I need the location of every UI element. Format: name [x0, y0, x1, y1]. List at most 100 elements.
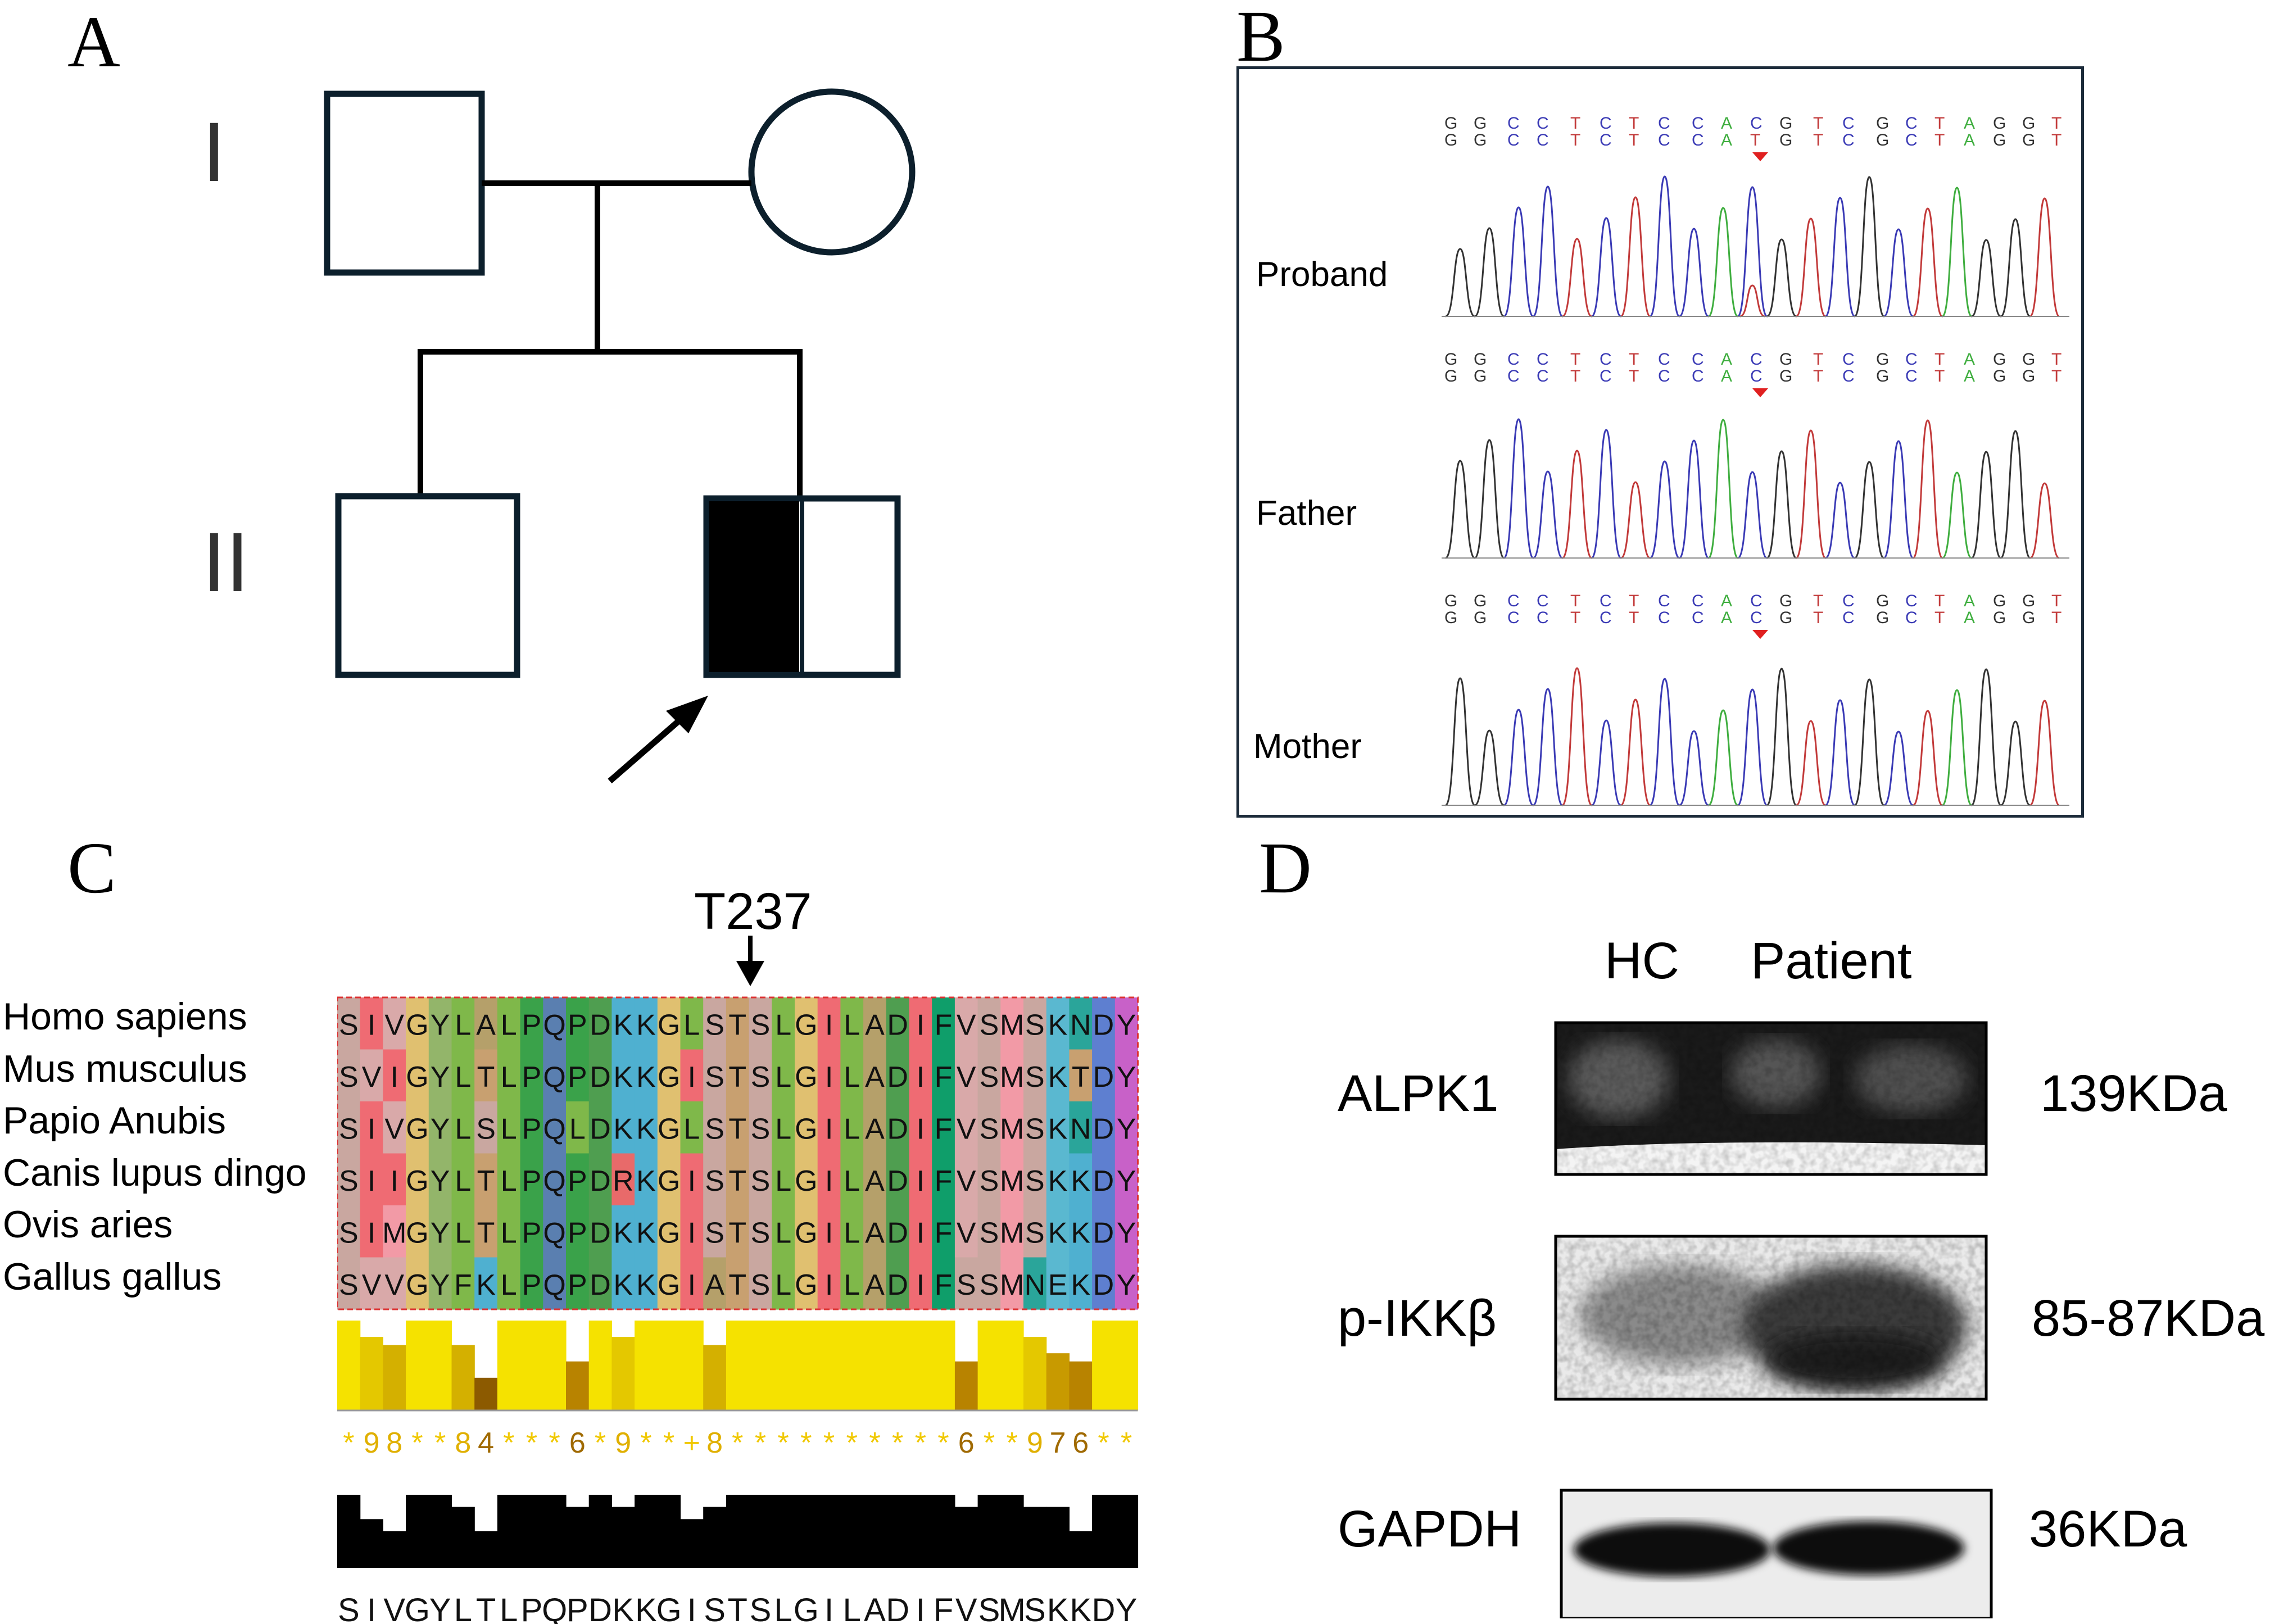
trace-label-father: Father — [1256, 494, 1357, 533]
residue-cell — [977, 1205, 1001, 1258]
residue-cell — [657, 1205, 681, 1258]
residue-letter: L — [844, 1269, 860, 1301]
residue-cell — [886, 1205, 910, 1258]
residue-cell — [497, 997, 521, 1050]
residue-cell — [772, 1205, 795, 1258]
residue-letter: L — [501, 1061, 517, 1094]
trace-peak — [1474, 227, 1505, 317]
residue-letter: K — [1048, 1217, 1068, 1250]
residue-cell — [954, 1257, 978, 1310]
residue-cell — [726, 997, 750, 1050]
residue-cell — [360, 1257, 383, 1310]
base-call: G — [1779, 367, 1792, 385]
residue-cell — [406, 1049, 429, 1102]
residue-cell — [383, 997, 406, 1050]
consensus-bar — [474, 1531, 498, 1568]
residue-cell — [497, 1257, 521, 1310]
trace-peak — [1533, 470, 1563, 559]
residue-letter: A — [476, 1009, 496, 1042]
conservation-score: * — [434, 1427, 446, 1459]
base-call: G — [1993, 131, 2006, 149]
residue-letter: F — [454, 1269, 472, 1301]
residue-letter: K — [613, 1009, 633, 1042]
residue-letter: D — [887, 1269, 908, 1301]
residue-letter: D — [590, 1269, 611, 1301]
base-call: C — [1658, 592, 1670, 610]
base-call: C — [1842, 131, 1855, 149]
base-call: C — [1658, 114, 1670, 133]
base-call: A — [1721, 609, 1732, 627]
trace-peak — [1883, 731, 1914, 806]
trace-peak — [1854, 461, 1884, 559]
residue-cell — [863, 1153, 887, 1206]
conservation-bar — [977, 1321, 1001, 1410]
base-call: C — [1658, 350, 1670, 369]
base-call: C — [1692, 131, 1704, 149]
residue-letter: T — [1072, 1061, 1090, 1094]
base-call: G — [1474, 131, 1487, 149]
consensus-bar — [1114, 1495, 1139, 1568]
residue-letter: T — [728, 1269, 746, 1301]
consensus-bar — [1000, 1495, 1024, 1568]
residue-cell — [360, 997, 383, 1050]
residue-letter: K — [476, 1269, 496, 1301]
trace-peak — [1591, 719, 1621, 806]
base-call: C — [1692, 609, 1704, 627]
trace-peak — [1737, 471, 1768, 559]
trace-peak — [1445, 460, 1475, 559]
residue-cell — [909, 1049, 932, 1102]
residue-cell — [1023, 1257, 1047, 1310]
residue-letter: Y — [431, 1061, 450, 1094]
base-call: C — [1750, 609, 1763, 627]
residue-letter: K — [1048, 1113, 1068, 1146]
residue-cell — [566, 1049, 590, 1102]
base-call: G — [1876, 592, 1889, 610]
residue-letter: L — [844, 1217, 860, 1250]
species-name: Canis lupus dingo — [3, 1151, 307, 1194]
base-call: A — [1964, 592, 1975, 610]
residue-letter: Q — [543, 1217, 565, 1250]
residue-letter: S — [751, 1113, 771, 1146]
residue-letter: A — [865, 1061, 885, 1094]
base-call: T — [1629, 367, 1639, 385]
trace-peak — [1970, 451, 2002, 559]
residue-letter: D — [887, 1009, 908, 1042]
trace-peak — [1444, 677, 1476, 806]
residue-cell — [360, 1205, 383, 1258]
conservation-score: * — [915, 1427, 926, 1459]
conservation-score: * — [869, 1427, 880, 1459]
conservation-bar — [817, 1321, 841, 1410]
conservation-bar — [726, 1321, 750, 1410]
residue-letter: M — [1000, 1061, 1024, 1094]
residue-cell — [1092, 1205, 1116, 1258]
base-call: T — [1570, 131, 1580, 149]
base-call: C — [1750, 592, 1763, 610]
residue-letter: E — [1048, 1269, 1068, 1301]
residue-cell — [1092, 1049, 1116, 1102]
residue-letter: L — [683, 1113, 700, 1146]
residue-cell — [909, 1153, 932, 1206]
residue-letter: D — [590, 1165, 611, 1197]
consensus-bar — [497, 1495, 521, 1568]
residue-cell — [520, 1257, 543, 1310]
consensus-bar — [406, 1495, 429, 1568]
consensus-bar — [772, 1495, 795, 1568]
base-call: C — [1658, 131, 1670, 149]
residue-cell — [863, 1205, 887, 1258]
residue-letter: A — [705, 1269, 724, 1301]
residue-cell — [497, 1101, 521, 1154]
base-call: A — [1721, 350, 1732, 369]
residue-letter: T — [477, 1061, 495, 1094]
base-call: G — [1876, 367, 1889, 385]
consensus-bar — [932, 1495, 955, 1568]
blot-size-label: 36KDa — [2029, 1500, 2187, 1558]
generation-label-1: I — [202, 105, 226, 199]
residue-cell — [657, 997, 681, 1050]
residue-cell — [703, 1153, 727, 1206]
residue-cell — [611, 1153, 635, 1206]
residue-letter: M — [1000, 1269, 1024, 1301]
trace-peak — [1707, 207, 1739, 317]
residue-cell — [1023, 1049, 1047, 1102]
residue-letter: Y — [1117, 1165, 1136, 1197]
residue-letter: S — [751, 1269, 771, 1301]
